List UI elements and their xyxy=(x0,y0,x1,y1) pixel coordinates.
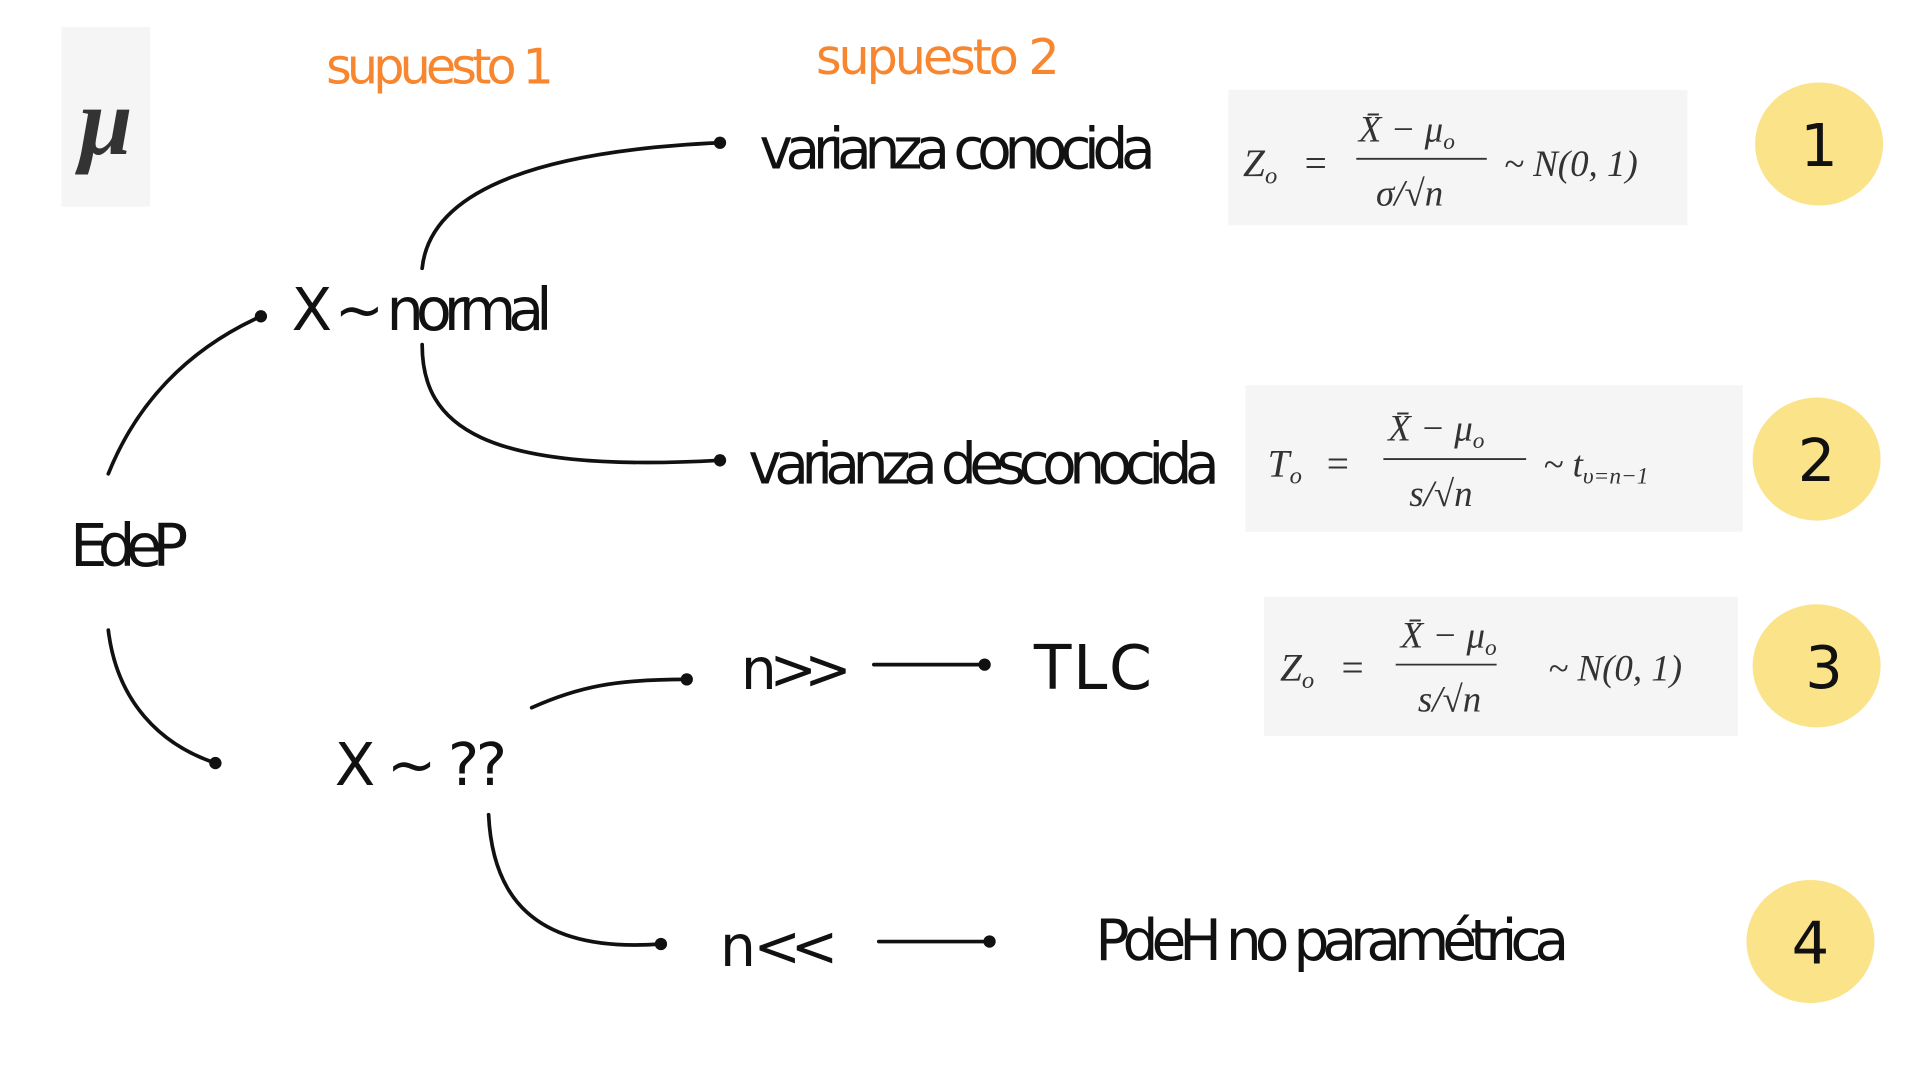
badge-label: 4 xyxy=(1792,909,1830,978)
node-dot xyxy=(254,310,268,323)
formula-eq: = xyxy=(1342,646,1364,690)
edge-normal-unknown xyxy=(420,342,722,465)
node-dot xyxy=(983,935,996,948)
formula-box xyxy=(1228,89,1688,226)
formula-t-unknown-variance: To = X̄ − μo s/√n ~ tυ=n−1 xyxy=(1245,385,1743,532)
formula-numerator: X̄ − μo xyxy=(1399,614,1497,660)
formula-z-clt: Zo = X̄ − μo s/√n ~ N(0, 1) xyxy=(1264,596,1738,736)
formula-z-known-variance: Zo = X̄ − μo σ/√n ~ N(0, 1) xyxy=(1228,89,1688,226)
formula-distribution: ~ tυ=n−1 xyxy=(1543,443,1648,489)
node-unknown-var: varianza desconocida xyxy=(748,432,1219,498)
node-unknown-dist: X ~ ?? xyxy=(335,730,507,799)
badge-label: 1 xyxy=(1800,111,1838,180)
formula-numerator: X̄ − μo xyxy=(1357,109,1455,155)
node-known-var: varianza conocida xyxy=(759,117,1155,183)
badge-3: 3 xyxy=(1752,604,1881,728)
edge-normal-known xyxy=(420,140,722,271)
formula-eq: = xyxy=(1327,441,1349,485)
node-dot xyxy=(209,756,222,770)
edge-unknown-large xyxy=(529,677,689,710)
edge-root-unknown xyxy=(106,628,218,765)
badge-label: 3 xyxy=(1805,633,1843,702)
node-normal: X ~ normal xyxy=(292,275,553,344)
badge-label: 2 xyxy=(1798,426,1836,495)
formula-lhs: Zo xyxy=(1280,646,1314,694)
badge-1: 1 xyxy=(1755,82,1884,206)
node-small-n: n << xyxy=(720,914,838,980)
node-dot xyxy=(713,454,727,467)
formula-denominator: σ/√n xyxy=(1376,173,1443,214)
node-nonparam: PdeH no paramétrica xyxy=(1095,908,1569,974)
formula-distribution: ~ N(0, 1) xyxy=(1504,143,1638,185)
edge-root-normal xyxy=(106,314,263,476)
formula-denominator: s/√n xyxy=(1409,473,1472,514)
formula-box xyxy=(1264,596,1738,736)
formula-lhs: Zo xyxy=(1243,141,1277,189)
node-dot xyxy=(978,658,991,671)
edge-unknown-small xyxy=(486,812,663,947)
formula-lhs: To xyxy=(1268,441,1302,489)
node-dot xyxy=(680,673,693,686)
mu-symbol: μ xyxy=(74,68,132,175)
node-dot xyxy=(713,136,727,149)
mu-box xyxy=(61,27,151,207)
node-large-n: n >> xyxy=(741,637,852,703)
formula-eq: = xyxy=(1305,141,1327,185)
badge-4: 4 xyxy=(1746,880,1875,1004)
node-dot xyxy=(654,937,668,951)
node-root: EdeP xyxy=(70,511,188,580)
formula-denominator: s/√n xyxy=(1418,678,1481,719)
formula-numerator: X̄ − μo xyxy=(1386,408,1484,454)
badge-2: 2 xyxy=(1752,397,1881,521)
assumption1-label: supuesto 1 xyxy=(326,38,554,96)
node-tlc: TLC xyxy=(1033,632,1152,704)
formula-distribution: ~ N(0, 1) xyxy=(1548,648,1682,690)
assumption2-label: supuesto 2 xyxy=(816,28,1060,86)
